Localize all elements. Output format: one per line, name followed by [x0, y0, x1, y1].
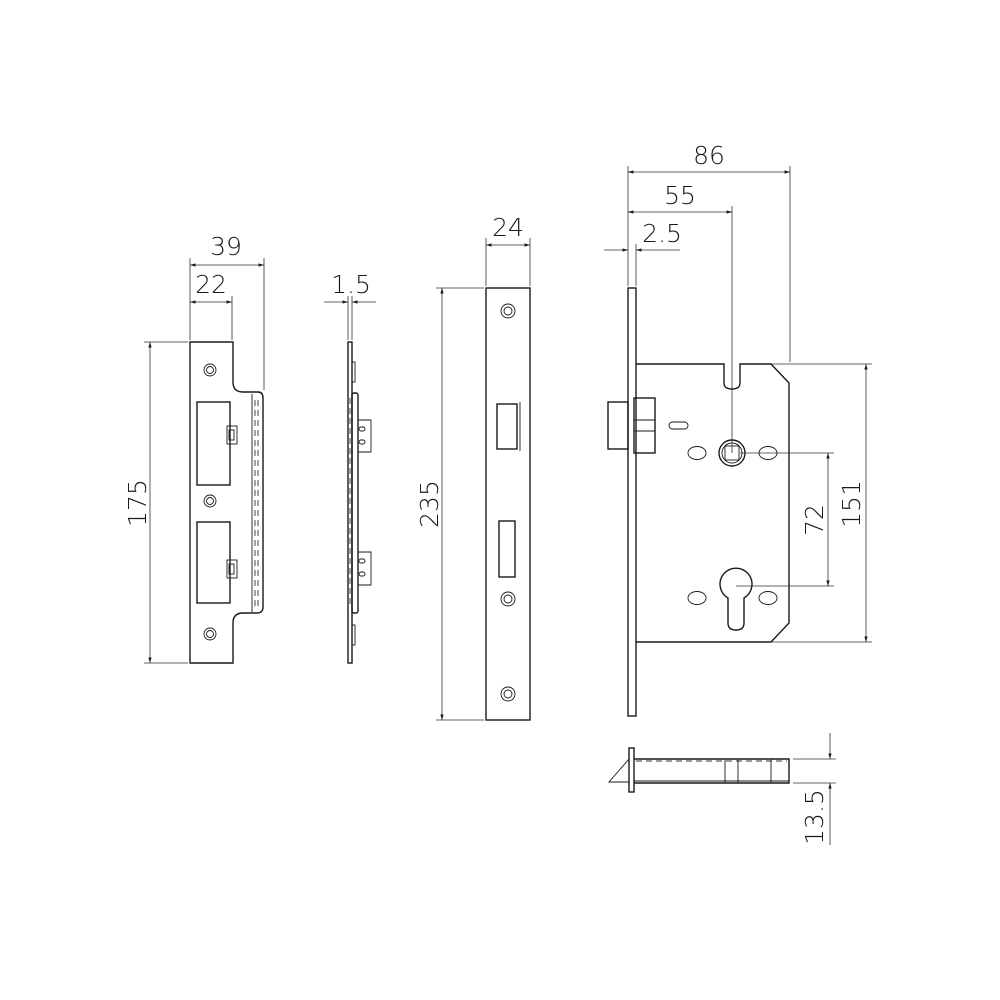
screw-hole-icon [500, 686, 516, 702]
strike-plate-view: 39 22 175 [123, 232, 265, 664]
dim-strike-height: 175 [123, 479, 152, 527]
screw-hole-icon [203, 494, 217, 508]
lock-top-view: 13.5 [608, 733, 836, 845]
dim-strike-lip: 22 [195, 270, 227, 299]
faceplate-view: 24 235 [415, 213, 531, 721]
dim-centre-distance: 72 [800, 504, 829, 536]
dim-case-thickness: 13.5 [800, 789, 829, 845]
dim-faceplate-thickness: 2.5 [642, 219, 682, 248]
dim-overall-depth: 86 [693, 141, 725, 170]
dim-strike-thickness: 1.5 [331, 270, 371, 299]
screw-hole-icon [203, 627, 217, 641]
screw-hole-icon [203, 363, 217, 377]
dim-strike-width: 39 [210, 232, 242, 261]
dim-faceplate-width: 24 [492, 213, 524, 242]
screw-hole-icon [500, 591, 516, 607]
strike-side-view: 1.5 [324, 270, 376, 664]
dim-backset: 55 [664, 181, 696, 210]
lock-body-view: 86 55 2.5 72 151 [604, 141, 872, 717]
euro-cylinder-cutout-icon [719, 567, 753, 631]
dim-case-height: 151 [837, 480, 866, 528]
screw-hole-icon [500, 303, 516, 319]
dim-faceplate-height: 235 [415, 480, 444, 528]
